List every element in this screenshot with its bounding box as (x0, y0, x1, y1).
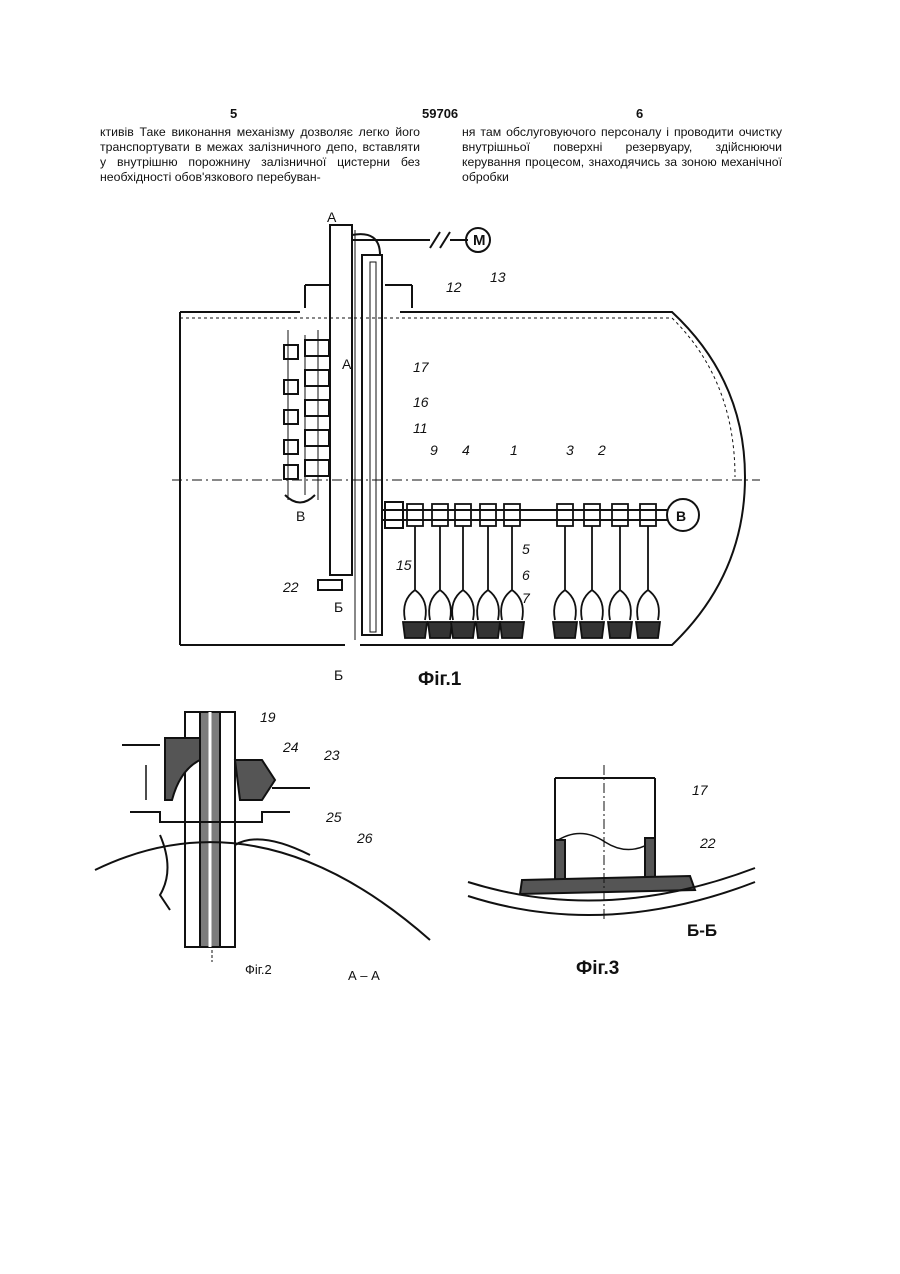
brush-head (636, 622, 660, 638)
callout-23: 23 (323, 747, 340, 763)
fig2-caption: Фіг.2 (245, 962, 272, 977)
brush-arm (501, 526, 523, 620)
brush-arm (637, 526, 659, 620)
callout-16: 16 (413, 394, 429, 410)
brush-head (476, 622, 500, 638)
brush-head (500, 622, 524, 638)
callout-19: 19 (260, 709, 276, 725)
brush-head (608, 622, 632, 638)
fig3-caption: Фіг.3 (576, 958, 619, 979)
fig2-section-label: А – А (348, 968, 380, 983)
callout-22-fig3: 22 (699, 835, 716, 851)
brush-arm (554, 526, 576, 620)
shaft-hub (455, 504, 471, 526)
section-b-mid: Б (334, 599, 343, 615)
b-mark-label: B (676, 508, 686, 524)
brush-head (403, 622, 427, 638)
brush-arm (452, 526, 474, 620)
shaft-hub (480, 504, 496, 526)
shaft-hub (584, 504, 600, 526)
shaft-hub (612, 504, 628, 526)
callout-13: 13 (490, 269, 506, 285)
shaft-hub (432, 504, 448, 526)
callout-15: 15 (396, 557, 412, 573)
fig1-caption: Фіг.1 (418, 669, 462, 690)
callout-17-fig3: 17 (692, 782, 709, 798)
callout-6: 6 (522, 567, 530, 583)
brush-head (428, 622, 452, 638)
section-b-bottom: Б (334, 667, 343, 683)
shaft-hub (640, 504, 656, 526)
callout-25: 25 (325, 809, 342, 825)
callout-7: 7 (522, 590, 531, 606)
shaft-hub (407, 504, 423, 526)
callout-2: 2 (597, 442, 606, 458)
callout-1: 1 (510, 442, 518, 458)
brush-arm (581, 526, 603, 620)
brush-arm (404, 526, 426, 620)
callout-12: 12 (446, 279, 462, 295)
section-a-top: A (327, 209, 337, 225)
brush-arm (609, 526, 631, 620)
callout-24: 24 (282, 739, 299, 755)
shaft-hub (557, 504, 573, 526)
callout-11: 11 (413, 420, 428, 436)
fig3-section-label: Б-Б (687, 921, 717, 940)
brush-head (451, 622, 475, 638)
figure-2-drawing (95, 712, 430, 962)
brush-arm (477, 526, 499, 620)
shaft-hub (504, 504, 520, 526)
callout-26: 26 (356, 830, 373, 846)
brush-head (580, 622, 604, 638)
section-a-mid: A (342, 356, 352, 372)
brush-head (553, 622, 577, 638)
callout-9: 9 (430, 442, 438, 458)
brush-arm (429, 526, 451, 620)
callout-22: 22 (282, 579, 299, 595)
b-mark-left: B (296, 508, 305, 524)
callout-5: 5 (522, 541, 530, 557)
tank-outline (180, 312, 745, 645)
motor-label: M (473, 232, 486, 249)
callout-17: 17 (413, 359, 430, 375)
callout-4: 4 (462, 442, 470, 458)
callout-3: 3 (566, 442, 574, 458)
